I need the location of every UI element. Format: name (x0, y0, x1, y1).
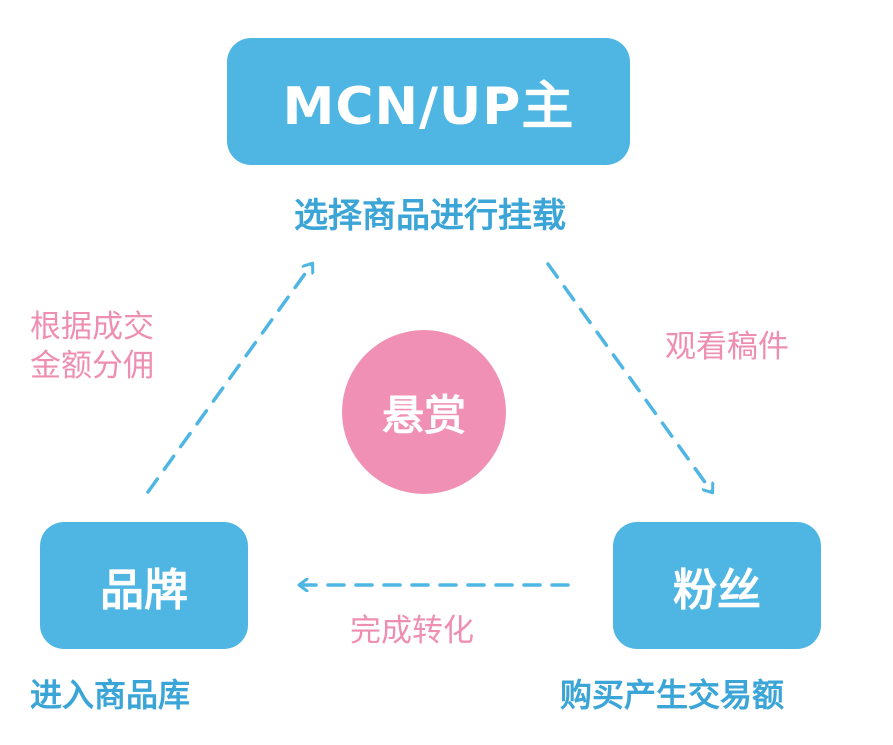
caption-brand: 进入商品库 (30, 676, 191, 714)
node-brand-label: 品牌 (100, 564, 188, 616)
node-mcn-up-label: MCN/UP主 (282, 77, 575, 137)
center-circle: 悬赏 (342, 330, 506, 494)
edge-label-brand-to-mcn: 根据成交 金额分佣 (30, 308, 154, 386)
edge-label-mcn-to-fans: 观看稿件 (665, 329, 789, 365)
caption-mcn-up: 选择商品进行挂载 (294, 196, 566, 236)
edge-label-fans-to-brand: 完成转化 (350, 613, 474, 649)
caption-fans: 购买产生交易额 (560, 676, 785, 714)
node-fans: 粉丝 (613, 522, 821, 649)
arrow-mcn-to-fans (546, 262, 712, 492)
edge-label-brand-to-mcn-line1: 根据成交 (30, 309, 154, 345)
edge-label-brand-to-mcn-line2: 金额分佣 (30, 347, 154, 384)
center-label: 悬赏 (381, 390, 466, 440)
arrow-brand-to-mcn (146, 264, 312, 494)
node-mcn-up: MCN/UP主 (227, 38, 630, 165)
node-brand: 品牌 (40, 522, 248, 649)
node-fans-label: 粉丝 (673, 564, 761, 616)
